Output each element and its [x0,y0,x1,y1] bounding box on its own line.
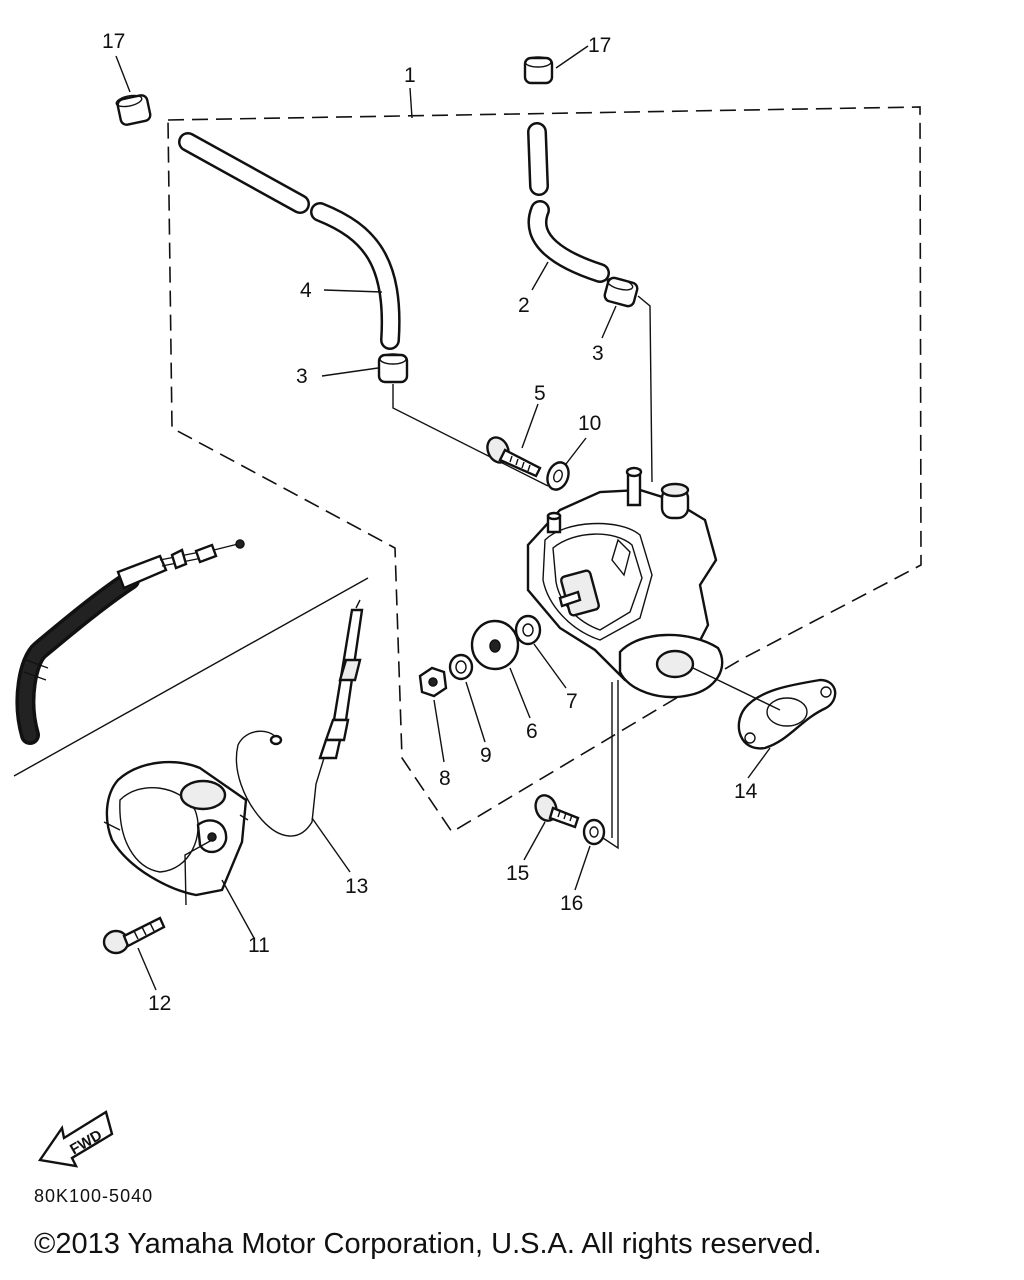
callout-3-left: 3 [296,365,308,388]
callout-10: 10 [578,412,601,435]
fwd-arrow-icon: FWD [37,1110,114,1168]
part-16-washer [582,818,606,846]
diagram-code: 80K100-5040 [34,1186,154,1206]
callout-7: 7 [566,690,578,713]
part-5-bolt [486,436,542,478]
oil-pump-body [526,466,724,699]
callout-16: 16 [560,892,583,915]
callout-12: 12 [148,992,171,1015]
part-3-right-hose-clip [603,276,639,308]
callout-1: 1 [404,64,416,87]
part-7-washer [514,614,542,646]
callout-2: 2 [518,294,530,317]
part-17-right-collar [523,56,554,85]
leader-14 [747,747,771,779]
leader-2 [531,261,549,291]
part-3-left-hose-clip [377,353,409,384]
leader-12 [137,947,157,991]
part-12-bolt [102,916,166,955]
callout-15: 15 [506,862,529,885]
part-8-nut [418,666,448,698]
leader-9 [465,681,486,743]
cable-assembly [15,539,245,745]
leader-14-guide [692,667,781,711]
callout-17-left: 17 [102,30,125,53]
leader-4 [323,289,383,293]
callout-5: 5 [534,382,546,405]
leader-10 [565,437,587,465]
cable-boundary [13,577,369,777]
leader-3-left [321,367,379,377]
callout-3-right: 3 [592,342,604,365]
leader-11 [221,879,255,939]
part-10-washer [546,461,570,491]
leader-17-left [115,55,131,93]
leader-6 [509,667,531,719]
leader-1 [409,87,413,119]
callout-14: 14 [734,780,758,803]
assembly-boundary [167,106,922,834]
copyright-notice: ©2013 Yamaha Motor Corporation, U.S.A. A… [34,1228,822,1260]
leader-5 [521,403,539,449]
callout-8: 8 [439,767,451,790]
guide-15-16 [602,680,619,850]
leader-15 [523,821,546,861]
callout-6: 6 [526,720,538,743]
callout-4: 4 [300,279,312,302]
part-9-lock-washer [448,653,474,681]
part-13-pump-cable [235,599,364,837]
leader-8 [433,699,445,763]
callout-13: 13 [345,875,368,898]
part-11-pump-cover [103,760,249,897]
part-17-left-collar [115,94,152,126]
callout-11: 11 [248,934,270,957]
leader-16 [574,845,591,891]
leader-7 [533,643,567,689]
leader-17-right [555,45,589,69]
callout-9: 9 [480,744,492,767]
part-4-oil-hose [178,132,401,350]
guide-11-12 [184,839,213,906]
leader-13 [311,817,351,873]
callout-17-right: 17 [588,34,611,57]
part-15-bolt [534,794,580,829]
part-14-gasket [737,678,837,750]
guide-3-right [637,295,653,483]
part-2-oil-hose [527,122,610,283]
leader-3-right [601,305,617,339]
part-6-plate [470,619,520,671]
